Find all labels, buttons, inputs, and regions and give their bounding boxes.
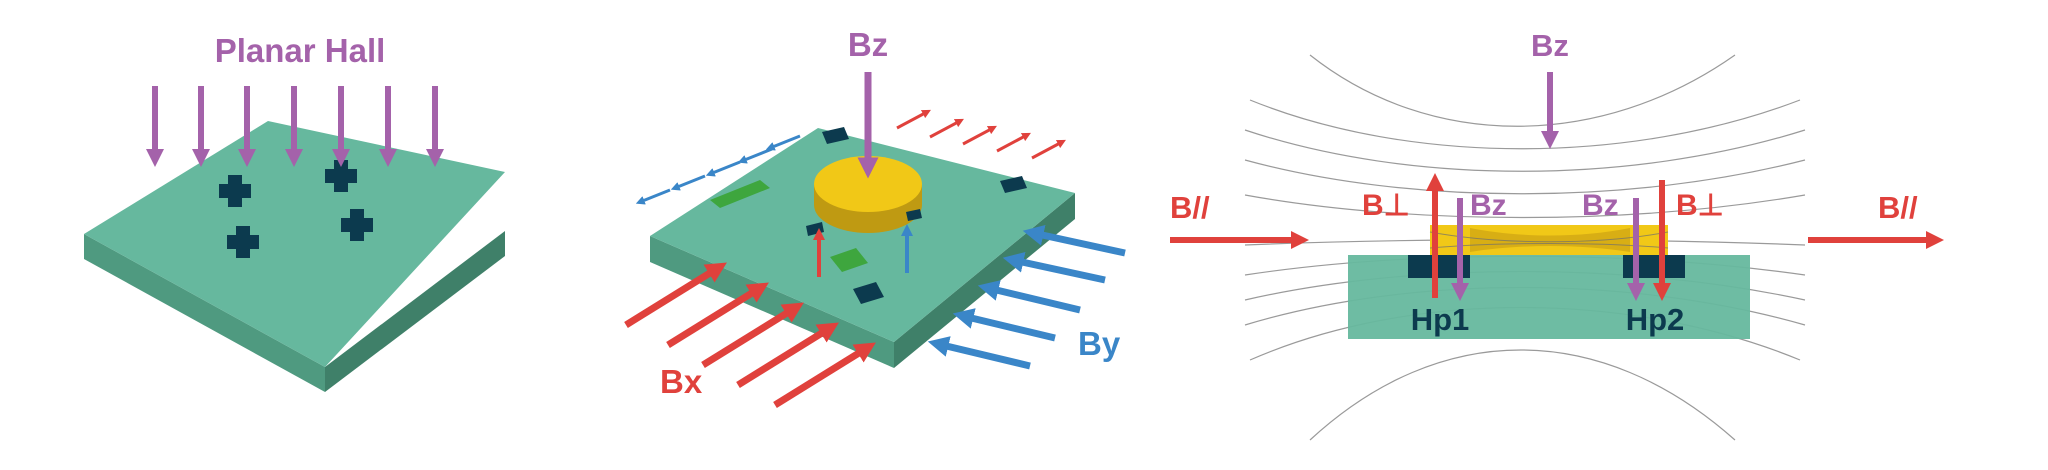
sensor-pad [853, 282, 884, 304]
sensor-pad [1000, 176, 1027, 193]
bx-arrow [666, 282, 769, 348]
cross-sensor [227, 226, 259, 258]
bx-arrow-small [929, 118, 964, 139]
field-line [1244, 129, 1806, 172]
bz-label-left: Bz [1470, 189, 1507, 222]
by-arrow-small [670, 174, 706, 191]
b-parallel-label-right: B// [1878, 190, 1918, 225]
field-line [1309, 349, 1736, 441]
green-plate [830, 248, 868, 272]
bx-arrow [701, 302, 804, 368]
field-line [1309, 54, 1736, 127]
bx-arrow-small [996, 132, 1031, 153]
bx-label: Bx [660, 363, 703, 400]
by-arrow [977, 280, 1081, 314]
sensor-pad [822, 127, 849, 144]
hall-sensor-1 [1408, 255, 1470, 278]
panel-cross-section: Bz B// B// B⊥ Bz Bz B⊥ Hp1 Hp2 [1170, 28, 1944, 441]
b-perp-label-left: B⊥ [1362, 189, 1410, 222]
field-line [1244, 194, 1806, 219]
panel-3d-sensor: Bz Bx By [624, 26, 1126, 408]
cross-sensor [341, 209, 373, 241]
concentrator-neck [1470, 228, 1630, 252]
bx-arrow-small [1031, 139, 1066, 160]
planar-hall-title: Planar Hall [215, 32, 386, 69]
bz-label: Bz [848, 26, 888, 63]
bz-label-right: Bz [1582, 189, 1619, 222]
by-label: By [1078, 325, 1121, 362]
chip-top-face [84, 121, 505, 367]
bx-arrow [773, 342, 876, 408]
field-line [1249, 99, 1801, 150]
by-arrow [1002, 251, 1106, 284]
hp2-label: Hp2 [1626, 302, 1685, 337]
panel-planar-hall: Planar Hall [84, 32, 505, 392]
by-arrow-small [635, 188, 671, 205]
by-arrow [952, 308, 1056, 342]
b-parallel-label-left: B// [1170, 190, 1210, 225]
by-arrow-small [737, 147, 773, 164]
chip-right-face [325, 231, 505, 392]
b-perp-label-right: B⊥ [1676, 189, 1724, 222]
concentrator-top [814, 156, 922, 212]
by-arrow [927, 336, 1031, 370]
bx-arrow-small [896, 109, 931, 130]
chip-left-face [84, 234, 325, 392]
field-line [1244, 159, 1806, 195]
green-plate [710, 180, 770, 208]
bz-top-label: Bz [1531, 28, 1569, 63]
sensor-pad [906, 209, 922, 221]
hp1-label: Hp1 [1411, 302, 1470, 337]
bx-arrow [624, 262, 727, 328]
by-arrow [1022, 224, 1126, 257]
cross-sensor [219, 175, 251, 207]
hall-sensor-2 [1623, 255, 1685, 278]
bx-arrow-small [962, 125, 997, 146]
bx-arrow [736, 322, 839, 388]
cross-sensor [325, 160, 357, 192]
by-arrow-small [705, 160, 741, 177]
by-arrow-small [765, 134, 801, 151]
